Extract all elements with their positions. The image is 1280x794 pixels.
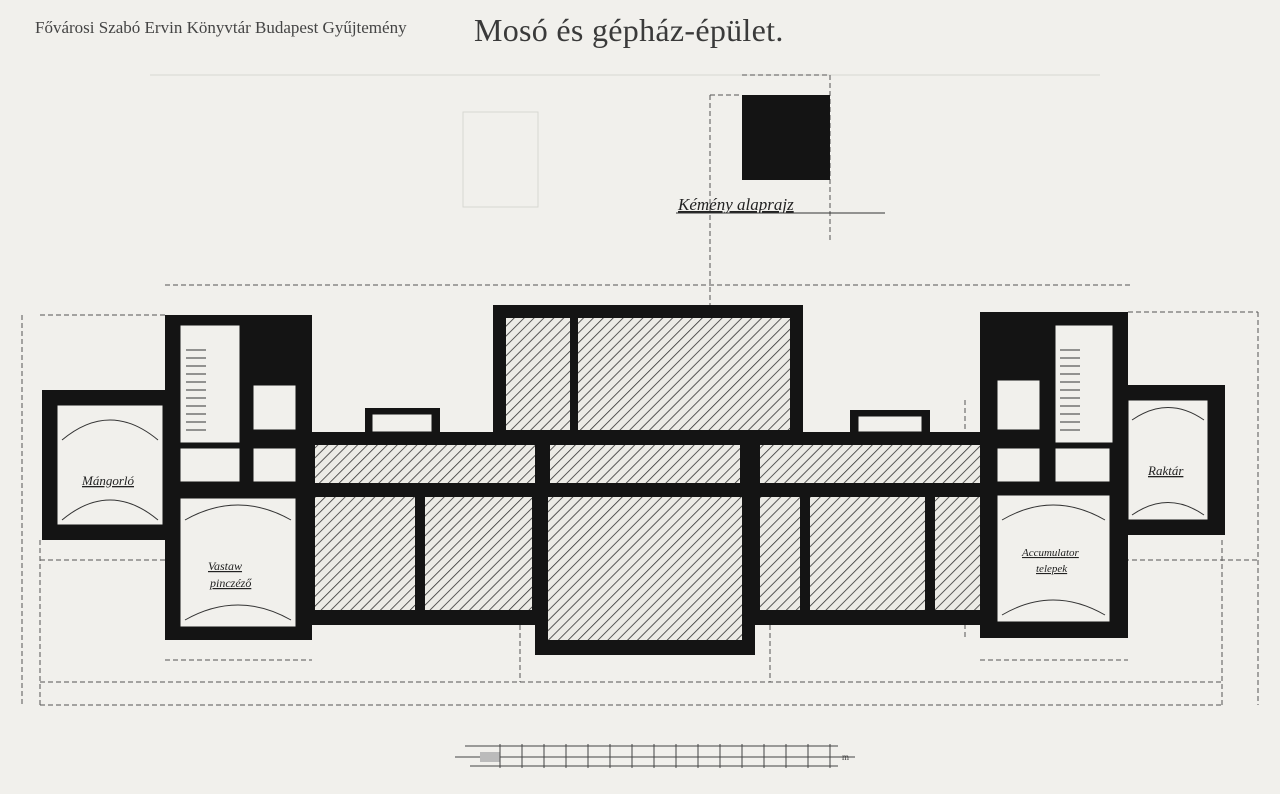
room-label-telepek: telepek [1036,563,1068,575]
chimney [742,95,830,180]
hatched-rooms [315,318,980,640]
room-label-accumulator: Accumulator [1021,547,1080,559]
scale-bar [455,744,855,768]
room-label-mangorlo: Mángorló [81,473,135,488]
scale-unit: m [842,752,849,762]
chimney-label: Kémény alaprajz [677,195,794,214]
plain-rooms [56,324,1209,628]
collection-watermark: Fővárosi Szabó Ervin Könyvtár Budapest G… [35,18,407,37]
room-label-raktar: Raktár [1147,463,1184,478]
door-arcs [61,407,1205,621]
drawing-title: Mosó és gépház-épület. [474,12,784,48]
room-label-vastaw: Vastaw [208,559,242,573]
room-label-pinczezo: pinczéző [209,576,252,590]
ghost-lines [150,74,1100,208]
stairs [186,349,1080,431]
